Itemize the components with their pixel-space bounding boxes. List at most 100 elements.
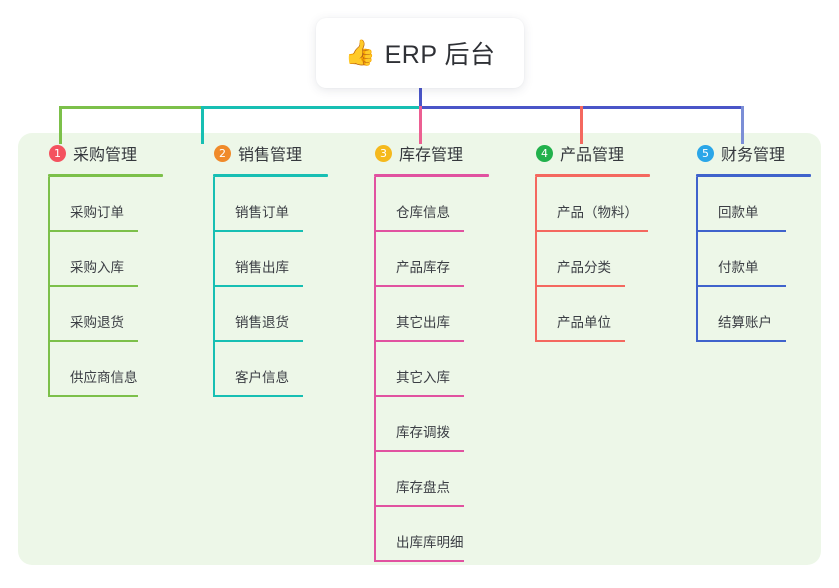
- list-item[interactable]: 其它入库: [374, 342, 523, 397]
- leaf-rule: [535, 230, 648, 232]
- branch-rule-4: [535, 174, 650, 177]
- diagram-panel: [18, 133, 821, 565]
- leaf-label: 库存调拨: [396, 425, 450, 440]
- leaf-label: 回款单: [718, 205, 759, 220]
- leaf-rule: [48, 285, 138, 287]
- list-item[interactable]: 产品库存: [374, 232, 523, 287]
- leaf-label: 销售订单: [235, 205, 289, 220]
- branch-header-5[interactable]: 5 财务管理: [685, 140, 839, 166]
- leaf-label: 采购退货: [70, 315, 124, 330]
- drop-connector-4: [580, 106, 583, 144]
- branch-title-5: 财务管理: [721, 147, 786, 164]
- branch-trunk-3: [374, 177, 376, 562]
- list-item[interactable]: 回款单: [696, 177, 839, 232]
- list-item[interactable]: 供应商信息: [48, 342, 197, 397]
- leaf-rule: [213, 340, 303, 342]
- thumbs-up-icon: 👍: [344, 38, 376, 67]
- list-item[interactable]: 销售退货: [213, 287, 362, 342]
- leaf-label: 产品分类: [557, 260, 611, 275]
- drop-connector-1: [59, 106, 62, 144]
- list-item[interactable]: 采购入库: [48, 232, 197, 287]
- leaf-rule: [374, 395, 464, 397]
- leaf-label: 产品单位: [557, 315, 611, 330]
- leaf-label: 销售退货: [235, 315, 289, 330]
- drop-connector-3: [419, 106, 422, 144]
- leaf-label: 采购订单: [70, 205, 124, 220]
- list-item[interactable]: 库存调拨: [374, 397, 523, 452]
- leaf-rule: [48, 230, 138, 232]
- leaf-label: 结算账户: [718, 315, 772, 330]
- branch-title-4: 产品管理: [560, 147, 625, 164]
- bus-segment-left: [59, 106, 204, 109]
- root-stem-connector: [419, 88, 422, 106]
- branch-number-badge-2: 2: [214, 144, 231, 162]
- list-item[interactable]: 客户信息: [213, 342, 362, 397]
- leaf-label: 仓库信息: [396, 205, 450, 220]
- branch-column-2: 2 销售管理 销售订单 销售出库 销售退货 客户信息: [202, 140, 362, 397]
- leaf-rule: [696, 340, 786, 342]
- leaf-rule: [374, 285, 464, 287]
- branch-header-1[interactable]: 1 采购管理: [37, 140, 197, 166]
- branch-header-4[interactable]: 4 产品管理: [524, 140, 684, 166]
- leaf-rule: [374, 560, 464, 562]
- branch-rule-3: [374, 174, 489, 177]
- branch-number-badge-3: 3: [375, 144, 392, 162]
- root-node-card[interactable]: 👍 ERP 后台: [316, 18, 524, 88]
- branch-title-2: 销售管理: [238, 147, 303, 164]
- list-item[interactable]: 产品分类: [535, 232, 684, 287]
- branch-trunk-1: [48, 177, 50, 397]
- branch-trunk-2: [213, 177, 215, 397]
- list-item[interactable]: 销售订单: [213, 177, 362, 232]
- leaf-label: 销售出库: [235, 260, 289, 275]
- branch-column-3: 3 库存管理 仓库信息 产品库存 其它出库 其它入库 库存调拨 库存盘点: [363, 140, 523, 562]
- branch-header-2[interactable]: 2 销售管理: [202, 140, 362, 166]
- leaf-label: 付款单: [718, 260, 759, 275]
- leaf-label: 出库库明细: [396, 535, 464, 550]
- leaf-rule: [213, 395, 303, 397]
- list-item[interactable]: 库存盘点: [374, 452, 523, 507]
- bus-segment-mid: [201, 106, 421, 109]
- list-item[interactable]: 出库库明细: [374, 507, 523, 562]
- list-item[interactable]: 采购订单: [48, 177, 197, 232]
- leaf-label: 产品（物料）: [557, 205, 638, 220]
- leaf-rule: [213, 230, 303, 232]
- list-item[interactable]: 销售出库: [213, 232, 362, 287]
- branch-items-3: 仓库信息 产品库存 其它出库 其它入库 库存调拨 库存盘点 出库库明细: [363, 177, 523, 562]
- root-node-title: ERP 后台: [384, 41, 496, 69]
- drop-connector-5: [741, 106, 744, 144]
- leaf-label: 采购入库: [70, 260, 124, 275]
- leaf-rule: [535, 285, 625, 287]
- leaf-rule: [374, 340, 464, 342]
- leaf-rule: [374, 230, 464, 232]
- branch-items-2: 销售订单 销售出库 销售退货 客户信息: [202, 177, 362, 397]
- list-item[interactable]: 结算账户: [696, 287, 839, 342]
- branch-column-5: 5 财务管理 回款单 付款单 结算账户: [685, 140, 839, 342]
- leaf-rule: [696, 230, 786, 232]
- branch-rule-5: [696, 174, 811, 177]
- leaf-label: 其它出库: [396, 315, 450, 330]
- branch-items-5: 回款单 付款单 结算账户: [685, 177, 839, 342]
- leaf-rule: [374, 505, 464, 507]
- leaf-rule: [48, 340, 138, 342]
- branch-trunk-4: [535, 177, 537, 342]
- leaf-rule: [48, 395, 138, 397]
- branch-column-4: 4 产品管理 产品（物料） 产品分类 产品单位: [524, 140, 684, 342]
- leaf-rule: [374, 450, 464, 452]
- list-item[interactable]: 产品单位: [535, 287, 684, 342]
- list-item[interactable]: 付款单: [696, 232, 839, 287]
- list-item[interactable]: 仓库信息: [374, 177, 523, 232]
- leaf-label: 供应商信息: [70, 370, 138, 385]
- branch-rule-1: [48, 174, 163, 177]
- branch-number-badge-1: 1: [49, 144, 66, 162]
- drop-connector-2: [201, 106, 204, 144]
- leaf-rule: [213, 285, 303, 287]
- branch-trunk-5: [696, 177, 698, 342]
- branch-title-3: 库存管理: [399, 147, 464, 164]
- leaf-label: 产品库存: [396, 260, 450, 275]
- list-item[interactable]: 产品（物料）: [535, 177, 684, 232]
- list-item[interactable]: 其它出库: [374, 287, 523, 342]
- branch-number-badge-5: 5: [697, 144, 714, 162]
- branch-header-3[interactable]: 3 库存管理: [363, 140, 523, 166]
- list-item[interactable]: 采购退货: [48, 287, 197, 342]
- leaf-label: 客户信息: [235, 370, 289, 385]
